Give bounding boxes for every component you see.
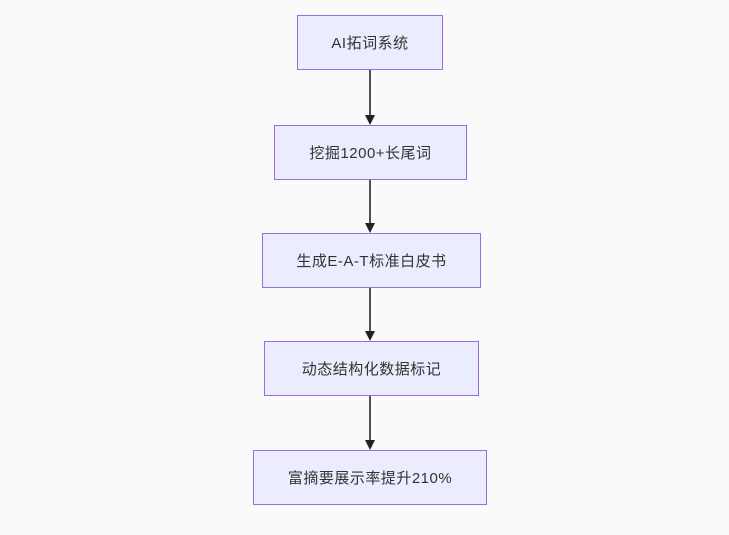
flow-arrow-2 — [365, 180, 375, 233]
flow-arrow-3 — [365, 288, 375, 341]
node-label: 富摘要展示率提升210% — [287, 470, 453, 487]
node-longtail-keyword-mining: 挖掘1200+长尾词 — [274, 125, 467, 180]
flow-arrow-1 — [365, 70, 375, 125]
arrowhead-down-icon — [365, 440, 375, 450]
node-label: 动态结构化数据标记 — [301, 361, 442, 378]
node-label: 挖掘1200+长尾词 — [309, 145, 432, 162]
node-label: AI拓词系统 — [331, 35, 409, 52]
arrowhead-down-icon — [365, 115, 375, 125]
node-label: 生成E-A-T标准白皮书 — [296, 253, 447, 270]
arrowhead-down-icon — [365, 331, 375, 341]
node-eat-whitepaper-generation: 生成E-A-T标准白皮书 — [262, 233, 481, 288]
flow-arrow-4 — [365, 396, 375, 450]
arrowhead-down-icon — [365, 223, 375, 233]
node-rich-snippet-rate-result: 富摘要展示率提升210% — [253, 450, 487, 505]
node-dynamic-structured-data-markup: 动态结构化数据标记 — [264, 341, 479, 396]
node-ai-word-expansion-system: AI拓词系统 — [297, 15, 443, 70]
